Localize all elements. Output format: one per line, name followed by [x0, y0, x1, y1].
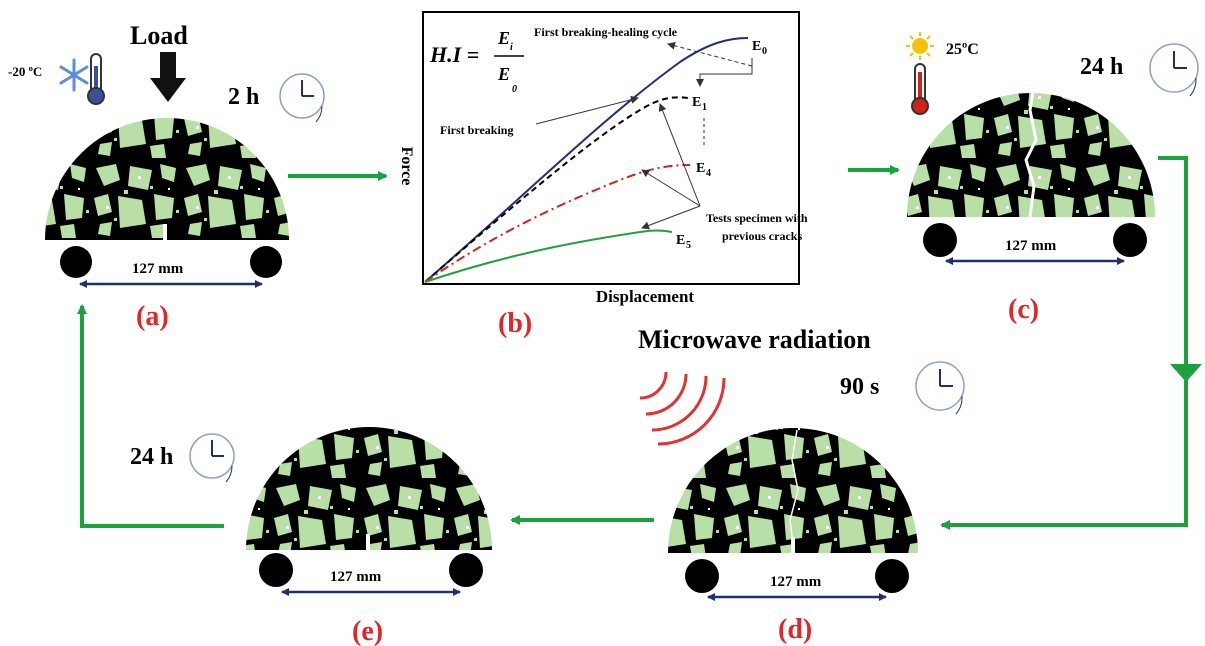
curve-e5	[424, 229, 673, 283]
annotation-tests-arrow-e5	[641, 205, 701, 230]
panel-label-a: (a)	[136, 301, 169, 332]
label-e0: E	[752, 39, 761, 54]
span-label-a: 127 mm	[132, 261, 184, 277]
notch-a	[163, 224, 167, 240]
annotation-tests-arrow-e4	[641, 169, 701, 207]
formula-denominator: E	[497, 64, 510, 84]
annotation-first-breaking: First breaking	[440, 123, 513, 137]
support-right-c	[1113, 223, 1147, 257]
support-left-a	[60, 246, 92, 278]
temperature-label-a: -20 ºC	[8, 64, 42, 79]
time-label-a: 2 h	[228, 84, 259, 110]
label-e1-sub: 1	[702, 102, 707, 113]
annotation-first-breaking-arrow	[535, 95, 639, 125]
time-label-e: 24 h	[130, 444, 173, 470]
crack-d	[789, 429, 799, 554]
notch-e	[366, 534, 370, 550]
formula-numerator-sub: i	[510, 42, 513, 53]
span-label-c: 127 mm	[1005, 238, 1057, 254]
load-arrow-icon	[150, 52, 186, 102]
x-axis-label: Displacement	[596, 287, 695, 306]
annotation-tests-line2: previous cracks	[722, 229, 802, 243]
panel-label-c: (c)	[1008, 294, 1039, 325]
load-label: Load	[130, 21, 188, 50]
graph-frame	[422, 11, 800, 285]
thermometer-snowflake-icon	[59, 53, 105, 105]
support-left-c	[923, 223, 957, 257]
specimen-e	[246, 427, 492, 550]
span-label-d: 127 mm	[770, 574, 822, 590]
panel-d: Microwave radiation 90 s 127 mm (d)	[638, 325, 965, 645]
span-label-e: 127 mm	[330, 569, 382, 585]
curve-e0	[424, 37, 749, 283]
specimen-c	[907, 93, 1155, 217]
panel-label-b: (b)	[498, 308, 532, 339]
flow-arrow-c-to-d-down	[1158, 156, 1188, 368]
annotation-e0-to-e1-arrow	[696, 58, 753, 87]
curve-e4	[424, 164, 691, 283]
annotation-tests-line1: Tests specimen with	[706, 211, 808, 225]
specimen-a	[45, 118, 289, 240]
support-left-d	[685, 559, 719, 593]
clock-icon	[1149, 43, 1199, 97]
crack-c	[1024, 75, 1038, 218]
time-label-d: 90 s	[840, 374, 879, 400]
flow-arrow-c-to-d-return	[940, 380, 1188, 530]
flow-arrows	[77, 156, 1202, 530]
formula-numerator: E	[497, 28, 510, 48]
clock-icon	[915, 361, 965, 415]
time-label-c: 24 h	[1080, 54, 1123, 80]
panel-label-e: (e)	[352, 616, 383, 646]
support-right-e	[449, 553, 483, 587]
specimen-d	[668, 428, 918, 553]
annotation-first-cycle-arrow	[667, 41, 753, 67]
clock-icon	[189, 433, 235, 483]
thermometer-sun-icon	[906, 32, 934, 115]
label-e5: E	[676, 233, 685, 248]
annotation-tests-arrow-e1	[658, 103, 701, 207]
panel-c: 25ºC 24 h 127 mm (c)	[906, 32, 1199, 325]
y-axis-label: Force	[398, 147, 415, 186]
formula-hi: H.I =	[429, 42, 479, 67]
formula-denominator-sub: 0	[512, 84, 517, 95]
label-e5-sub: 5	[686, 240, 691, 251]
flow-arrow-e-to-a	[77, 304, 224, 528]
flow-arrow-c-to-d-head	[1170, 364, 1202, 382]
panel-a: -20 ºC Load 2 h 127 mm (a)	[8, 21, 325, 332]
annotation-first-cycle: First breaking-healing cycle	[534, 25, 678, 39]
label-e4: E	[696, 161, 705, 176]
support-right-d	[875, 559, 909, 593]
microwave-title: Microwave radiation	[638, 325, 871, 354]
temperature-label-c: 25ºC	[946, 41, 979, 58]
support-left-e	[259, 553, 293, 587]
panel-label-d: (d)	[778, 614, 812, 645]
healing-index-formula: H.I = E i E 0	[429, 28, 524, 95]
support-right-a	[250, 246, 282, 278]
curve-e1	[424, 96, 689, 283]
label-e0-sub: 0	[762, 46, 767, 57]
label-e4-sub: 4	[706, 168, 711, 179]
clock-icon	[279, 73, 325, 123]
microwave-waves-icon	[639, 371, 726, 446]
panel-b: Force Displacement H.I = E i E 0 E 0 E 1…	[398, 11, 808, 339]
panel-e: 24 h 127 mm (e)	[130, 427, 492, 646]
label-e1: E	[692, 95, 701, 110]
notch-d	[791, 537, 795, 553]
